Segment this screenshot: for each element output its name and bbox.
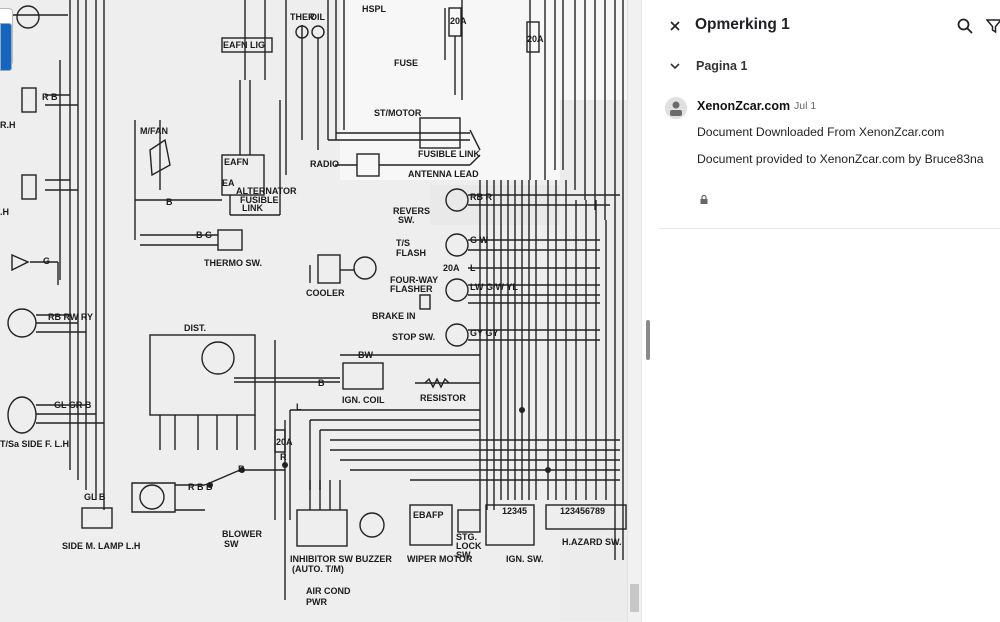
label-ign-sw: IGN. SW. [506,554,544,564]
label-blower-sw: SW [224,539,239,549]
left-panel-toggle-indicator [0,23,12,71]
label-hspl: HSPL [362,4,387,14]
label-eafn-lig: EAFN LIG [223,40,265,50]
label-revers-sw: SW. [398,215,415,225]
close-icon [670,21,680,31]
comment-author: XenonZcar.com [697,99,791,113]
label-side-m-lamp: SIDE M. LAMP L.H [62,541,140,551]
comment-date: Jul 1 [794,100,817,112]
label-inhibitor-sw: INHIBITOR SW BUZZER [290,554,392,564]
label-r1: R [238,464,245,474]
comment-item[interactable]: XenonZcar.com Jul 1 Document Downloaded … [659,88,1000,229]
user-icon [665,97,687,119]
label-revers: REVERS [393,206,430,216]
label-ts-side: T/Sa SIDE F. L.H [0,439,69,449]
label-stg: STG. [456,532,477,542]
left-panel-toggle[interactable] [0,8,13,71]
label-thermo-sw: THERMO SW. [204,258,262,268]
label-cooler: COOLER [306,288,345,298]
label-r2: R [280,452,287,462]
label-fuse-20a-right: 20A [527,34,544,44]
label-r-b-b: R B B [188,482,213,492]
label-gl-gr-b: GL GR B [54,400,92,410]
panel-title: Opmerking 1 [695,16,790,33]
label-link2: LINK [242,203,263,213]
label-20a: 20A [443,263,460,273]
comment-text-line: Document Downloaded From XenonZcar.com [697,125,945,139]
label-g1: G [43,256,50,266]
label-bw: BW [358,350,373,360]
label-flash: FLASH [396,248,426,258]
label-fuse: FUSE [394,58,418,68]
label-b1: B [166,197,173,207]
label-g-w: G W [470,235,489,245]
label-ign-sw-pins: 12345 [502,506,527,516]
label-lw-gw-yl: LW G/W YL [470,282,518,292]
label-gl-b: GL B [84,492,106,502]
label-air-cond: AIR COND [306,586,351,596]
label-eafn: EAFN [224,157,249,167]
avatar [665,97,687,119]
panel-resize-handle[interactable] [641,0,660,622]
label-gy-gy: GY GY [470,328,498,338]
label-stg-sw: SW. [456,550,473,560]
label-oil: OIL [310,12,326,22]
page-group-toggle[interactable] [665,56,685,76]
label-stop-sw: STOP SW. [392,332,435,342]
label-m-fan: M/FAN [140,126,168,136]
label-fuse-20a-top: 20A [450,16,467,26]
comment-text-line: Document provided to XenonZcar.com by Br… [697,152,984,166]
label-l: L [470,263,476,273]
label-fusible2: FUSIBLE [240,195,279,205]
document-viewer[interactable]: EAFN LIG THER OIL HSPL FUSE 20A 20A M/FA… [0,0,627,622]
chevron-down-icon [670,62,680,69]
filter-icon [986,19,1000,34]
label-ign-coil: IGN. COIL [342,395,385,405]
label-b-g: B G [196,230,212,240]
label-b2: B [318,378,325,388]
label-radio: RADIO [310,159,339,169]
label-l2: L [296,402,302,412]
label-hazard-sw-pins: 123456789 [560,506,605,516]
label-ebafp: EBAFP [413,510,444,520]
label-fuse-20a-mid: 20A [276,437,293,447]
search-button[interactable] [954,15,976,37]
search-icon [957,18,973,34]
close-button[interactable] [664,14,686,38]
label-wiper-motor: WIPER MOTOR [407,554,473,564]
label-ts: T/S [396,238,410,248]
label-lock: LOCK [456,541,482,551]
wiring-diagram-page: EAFN LIG THER OIL HSPL FUSE 20A 20A M/FA… [0,0,627,607]
label-resistor: RESISTOR [420,393,466,403]
label-dist: DIST. [184,323,206,333]
label-rb-r: R B [42,92,58,102]
label-auto-tm: (AUTO. T/M) [292,564,344,574]
lock-icon [700,195,708,204]
label-flasher: FLASHER [390,284,433,294]
label-antenna-lead: ANTENNA LEAD [408,169,479,179]
label-rb-rw-ry: RB RW RY [48,312,93,322]
label-lh1: .H [0,207,9,217]
scrollbar-thumb[interactable] [630,584,639,612]
label-rh1: R.H [0,120,16,130]
label-ea: EA [222,178,235,188]
page-group-label[interactable]: Pagina 1 [696,59,748,73]
label-brake-in: BRAKE IN [372,311,416,321]
label-hazard-sw: H.AZARD SW. [562,537,622,547]
label-ther: THER [290,12,315,22]
resize-grip[interactable] [646,320,650,360]
vertical-scrollbar[interactable] [627,0,642,622]
label-blower: BLOWER [222,529,262,539]
label-alternator: ALTERNATOR [236,186,297,196]
filter-button[interactable] [986,15,1000,37]
label-rb-r2: RB R [470,192,492,202]
label-pwr: PWR [306,597,327,607]
label-st-motor: ST/MOTOR [374,108,422,118]
label-four-way: FOUR-WAY [390,275,438,285]
comments-panel: Opmerking 1 Pagina 1 XenonZcar.com Jul 1… [659,0,1000,622]
label-fusible-link: FUSIBLE LINK [418,149,480,159]
